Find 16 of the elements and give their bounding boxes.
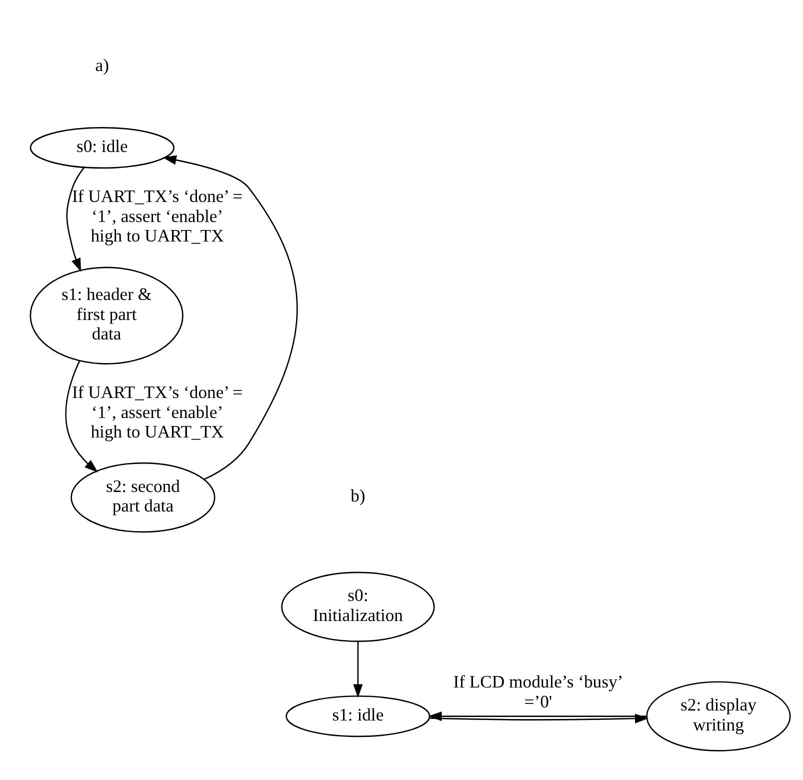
node-ellipse: s2: display writing	[646, 681, 791, 752]
node-ellipse: s0: idle	[30, 127, 174, 169]
arrow	[353, 641, 363, 698]
label: a)	[95, 55, 110, 76]
node-ellipse: s1: idle	[286, 695, 430, 738]
arrow	[162, 155, 298, 480]
arrow	[65, 360, 98, 473]
arrow	[428, 712, 646, 722]
node-ellipse: s0: Initialization	[281, 572, 435, 642]
arrow	[66, 167, 84, 272]
label: b)	[350, 486, 366, 506]
edge-label: If LCD module’s ‘busy’ =’0'	[453, 671, 624, 712]
edge-label: If UART_TX’s ‘done’ = ‘1’, assert ‘enable’ high to UART_TX	[72, 382, 243, 442]
edge-label: If UART_TX’s ‘done’ = ‘1’, assert ‘enable’ high to UART_TX	[72, 186, 243, 246]
node-ellipse: s2: second part data	[70, 462, 216, 533]
node-ellipse: s1: header & first part data	[30, 266, 184, 364]
